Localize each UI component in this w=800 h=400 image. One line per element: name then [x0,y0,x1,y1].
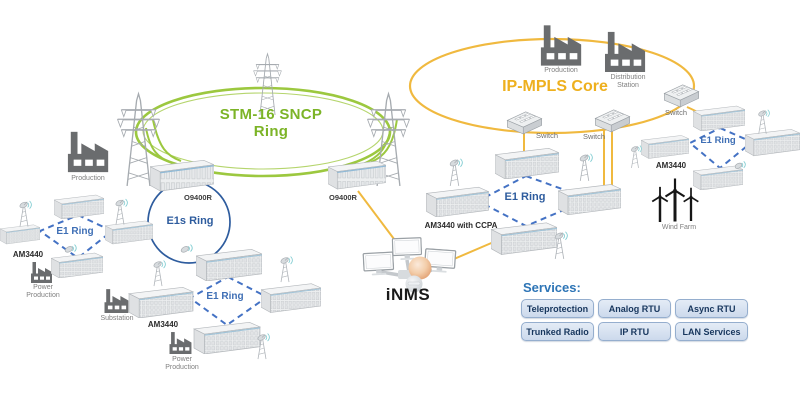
radio-antenna-icon [578,153,593,182]
service-badge-lan-services: LAN Services [675,322,748,341]
radio-antenna-icon [18,200,32,227]
radio-antenna-icon [757,109,770,134]
service-badge-async-rtu: Async RTU [675,299,748,318]
am3440-chassis [693,105,745,131]
wind-farm-icon [650,177,700,222]
am3440-chassis [491,222,557,255]
services-grid: Teleprotection Analog RTU Async RTU Trun… [521,299,753,341]
radio-antenna-icon [630,145,642,168]
e1-ring-left-diamond [37,213,114,260]
am3440-chassis [193,321,261,354]
am3440-ccpa-chassis [426,186,489,217]
am3440-chassis [54,194,104,219]
am3440-chassis [558,183,621,215]
production-factory-icon [540,25,582,66]
microwave-dish-icon [64,244,77,254]
am3440-chassis [128,286,194,318]
services-panel: Services: Teleprotection Analog RTU Asyn… [521,280,753,341]
service-badge-ip-rtu: IP RTU [598,322,671,341]
e1-ring-mid-diamond [188,275,269,327]
am3440-chassis [105,220,153,245]
power-production-factory-icon [31,262,52,283]
stm16-sncp-ring-ellipse [134,86,392,178]
substation-factory-icon [104,289,129,313]
am3440-chassis [693,165,743,190]
distribution-station-factory-icon [605,31,646,72]
service-badge-trunked-radio: Trunked Radio [521,322,594,341]
am3440-chassis [641,135,689,159]
radio-antenna-icon [114,198,128,225]
radio-antenna-icon [279,256,293,283]
am3440-chassis [196,248,262,281]
inms-workstation-icon [362,237,457,293]
mpls-switch-icon [595,109,630,133]
service-badge-teleprotection: Teleprotection [521,299,594,318]
am3440-chassis [0,224,40,245]
am3440-chassis [51,252,103,278]
transmission-tower-icon [252,53,283,115]
am3440-chassis [745,128,800,157]
o9400r-chassis [150,159,214,192]
ip-mpls-core-ring-ellipse [408,37,696,135]
am3440-chassis [495,147,559,179]
production-factory-icon [67,131,109,173]
e1-ring-right-diamond [688,126,754,170]
sncp-fiber-drops [145,118,398,165]
stm16-sncp-ring-ellipse-inner [142,92,384,170]
microwave-dish-icon [180,244,193,254]
radio-antenna-icon [448,158,463,187]
radio-antenna-icon [152,260,166,287]
service-badge-analog-rtu: Analog RTU [598,299,671,318]
am3440-chassis [261,283,321,313]
services-header: Services: [523,280,581,295]
power-production-factory-icon [169,332,192,354]
